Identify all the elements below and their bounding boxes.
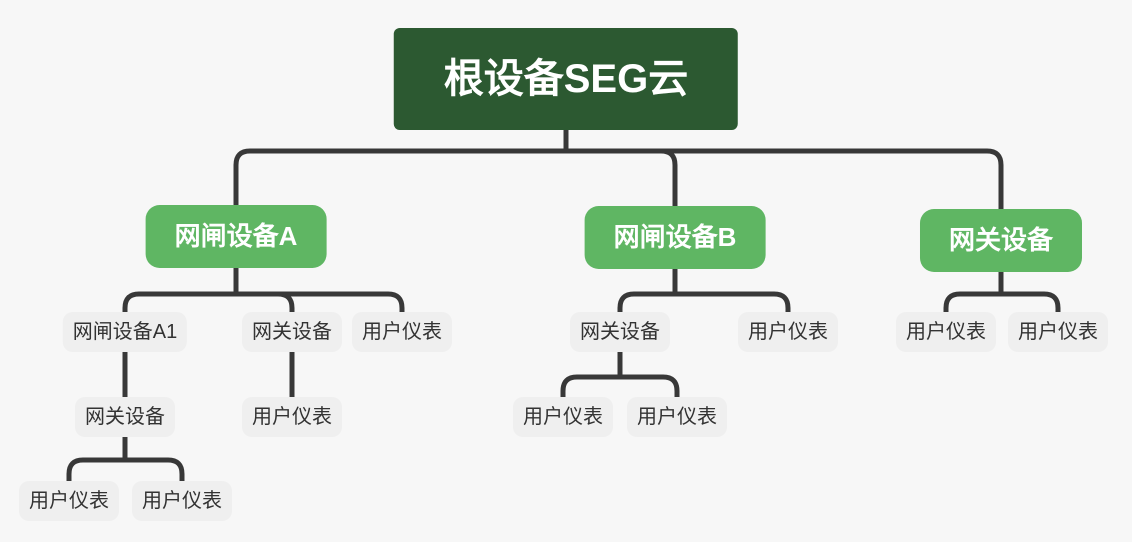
node-gateway-a1[interactable]: 网闸设备A1: [62, 312, 188, 352]
connector-gw-to-meter1: [943, 291, 1001, 318]
node-gateway-meter-2[interactable]: 用户仪表: [1008, 312, 1108, 352]
node-b-gateway-meter-1[interactable]: 用户仪表: [513, 397, 613, 437]
connector-a-to-meter: [236, 291, 405, 318]
node-root-device[interactable]: 根设备SEG云: [393, 28, 739, 130]
node-a1-gateway[interactable]: 网关设备: [75, 397, 175, 437]
node-a-gateway[interactable]: 网关设备: [242, 312, 342, 352]
node-a1-gateway-meter-1[interactable]: 用户仪表: [19, 481, 119, 521]
node-b-gateway[interactable]: 网关设备: [570, 312, 670, 352]
connector-root-to-gateway-device: [566, 148, 1004, 214]
connector-a-to-a1: [122, 291, 236, 318]
node-b-user-meter[interactable]: 用户仪表: [738, 312, 838, 352]
node-gateway-a[interactable]: 网闸设备A: [145, 205, 327, 269]
connector-bgw-to-meter2: [620, 374, 680, 402]
connector-root-to-gateway-b: [566, 148, 678, 212]
node-b-gateway-meter-2[interactable]: 用户仪表: [627, 397, 727, 437]
node-gateway-b[interactable]: 网闸设备B: [584, 206, 766, 270]
connector-a1gw-to-meter1: [66, 457, 125, 486]
connector-root-to-gateway-a: [233, 148, 566, 212]
node-a1-gateway-meter-2[interactable]: 用户仪表: [132, 481, 232, 521]
node-gateway-device[interactable]: 网关设备: [919, 209, 1083, 273]
connector-b-to-meter: [675, 291, 791, 318]
node-a-gateway-meter[interactable]: 用户仪表: [242, 397, 342, 437]
node-a-user-meter[interactable]: 用户仪表: [352, 312, 452, 352]
connector-a1gw-to-meter2: [125, 457, 185, 486]
connector-gw-to-meter2: [1001, 291, 1061, 318]
connector-b-to-gw: [617, 291, 675, 318]
node-gateway-meter-1[interactable]: 用户仪表: [896, 312, 996, 352]
connector-bgw-to-meter1: [560, 374, 620, 402]
